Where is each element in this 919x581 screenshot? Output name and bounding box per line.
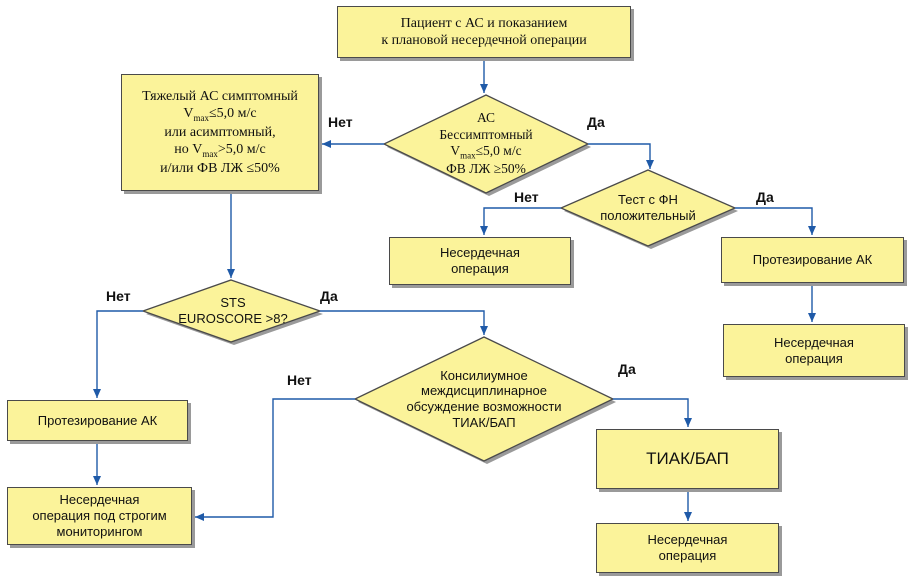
arrow-team-yes [613, 398, 692, 427]
arrow-team-no [195, 398, 355, 521]
as-line-3-text: ≤5,0 м/с [475, 142, 522, 158]
arrow-sts-no [93, 310, 143, 398]
noncardiac-2-line-1: Несердечная [774, 334, 854, 350]
stress-test-diamond [559, 169, 738, 249]
arrow-test-no [480, 207, 561, 235]
heart-team-text: Консилиумное междисциплинарное обсуждени… [384, 362, 584, 436]
noncardiac-monitor-box: Несердечная операция под строгим монитор… [7, 487, 192, 545]
noncardiac-3-line-1: Несердечная [647, 532, 728, 548]
severe-as-box: Тяжелый АС симптомный Vmax≤5,0 м/с или а… [121, 74, 319, 191]
severe-line-1: Тяжелый АС симптомный [142, 89, 298, 105]
avr-1-label: Протезирование АК [752, 252, 873, 268]
noncardiac-1-line-1: Несердечная [440, 245, 520, 261]
start-line-2: к плановой несердечной операции [381, 33, 587, 48]
severe-line-4: но Vmax>5,0 м/с [142, 141, 298, 160]
as-decision-text: АС Бессимптомный Vmax≤5,0 м/с ФВ ЛЖ ≥50% [404, 101, 568, 187]
team-line-2: междисциплинарное [421, 383, 547, 399]
tavi-label: ТИАК/БАП [646, 448, 729, 468]
label-yes-as: Да [587, 114, 605, 130]
severe-line-2-text: ≤5,0 м/с [208, 106, 257, 122]
label-no-team: Нет [287, 372, 312, 388]
severe-line-3: или асимптомный, [164, 124, 276, 140]
vmax-sub-2: max [202, 148, 218, 159]
heart-team-diamond [353, 336, 616, 464]
avr-box-1: Протезирование АК [721, 237, 904, 283]
severe-line-4-text: >5,0 м/с [217, 142, 266, 158]
avr-2-label: Протезирование АК [37, 412, 158, 428]
test-line-1: Тест с ФН [618, 192, 678, 208]
noncardiac-box-3: Несердечная операция [596, 523, 779, 573]
severe-line-2: Vmax≤5,0 м/с [142, 105, 298, 124]
noncardiac-box-1: Несердечная операция [389, 237, 571, 285]
sts-line-2: EUROSCORE >8? [178, 311, 288, 326]
label-yes-team: Да [618, 361, 636, 377]
noncardiac-box-2: Несердечная операция [723, 324, 905, 377]
label-no-as: Нет [328, 114, 353, 130]
tavi-box: ТИАК/БАП [596, 429, 779, 489]
severe-line-5: и/или ФВ ЛЖ ≤50% [160, 160, 280, 176]
label-yes-test: Да [756, 189, 774, 205]
v-symbol: V [183, 106, 194, 122]
as-line-3: Vmax≤5,0 м/с [439, 143, 532, 161]
sts-decision-diamond [141, 279, 323, 345]
stress-test-text: Тест с ФН положительный [578, 188, 718, 228]
noncardiac-3-line-2: операция [658, 548, 717, 563]
sts-decision-text: STS EUROSCORE >8? [163, 292, 303, 330]
arrow-test-yes [735, 207, 816, 235]
noncardiac-2-line-2: операция [785, 350, 843, 366]
start-line-1: Пациент с АС и показанием [400, 15, 568, 31]
noncardiac-monitor-line-1: Несердечная [59, 492, 140, 508]
severe-line-4-pre: но V [174, 142, 203, 158]
team-line-3: обсуждение возможности [406, 399, 562, 414]
label-yes-sts: Да [320, 288, 338, 304]
noncardiac-monitor-line-3: мониторингом [56, 523, 143, 539]
vmax-sub-3: max [460, 150, 476, 161]
as-line-1: АС [476, 110, 496, 126]
as-decision-diamond [382, 94, 591, 196]
as-line-2: Бессимптомный [439, 126, 533, 142]
as-line-4: ФВ ЛЖ ≥50% [446, 161, 526, 177]
team-line-4: ТИАК/БАП [452, 414, 516, 430]
label-no-sts: Нет [106, 288, 131, 304]
start-box: Пациент с АС и показанием к плановой нес… [337, 6, 631, 58]
vmax-sub: max [193, 112, 209, 123]
arrow-sts-yes [320, 310, 488, 335]
team-line-1: Консилиумное [440, 367, 528, 383]
label-no-test: Нет [514, 189, 539, 205]
arrow-as-yes [588, 143, 654, 169]
test-line-2: положительный [600, 208, 696, 223]
sts-line-1: STS [220, 295, 246, 311]
v-symbol-2: V [450, 142, 461, 158]
noncardiac-1-line-2: операция [451, 261, 509, 276]
noncardiac-monitor-line-2: операция под строгим [32, 508, 167, 524]
avr-box-2: Протезирование АК [7, 400, 188, 441]
